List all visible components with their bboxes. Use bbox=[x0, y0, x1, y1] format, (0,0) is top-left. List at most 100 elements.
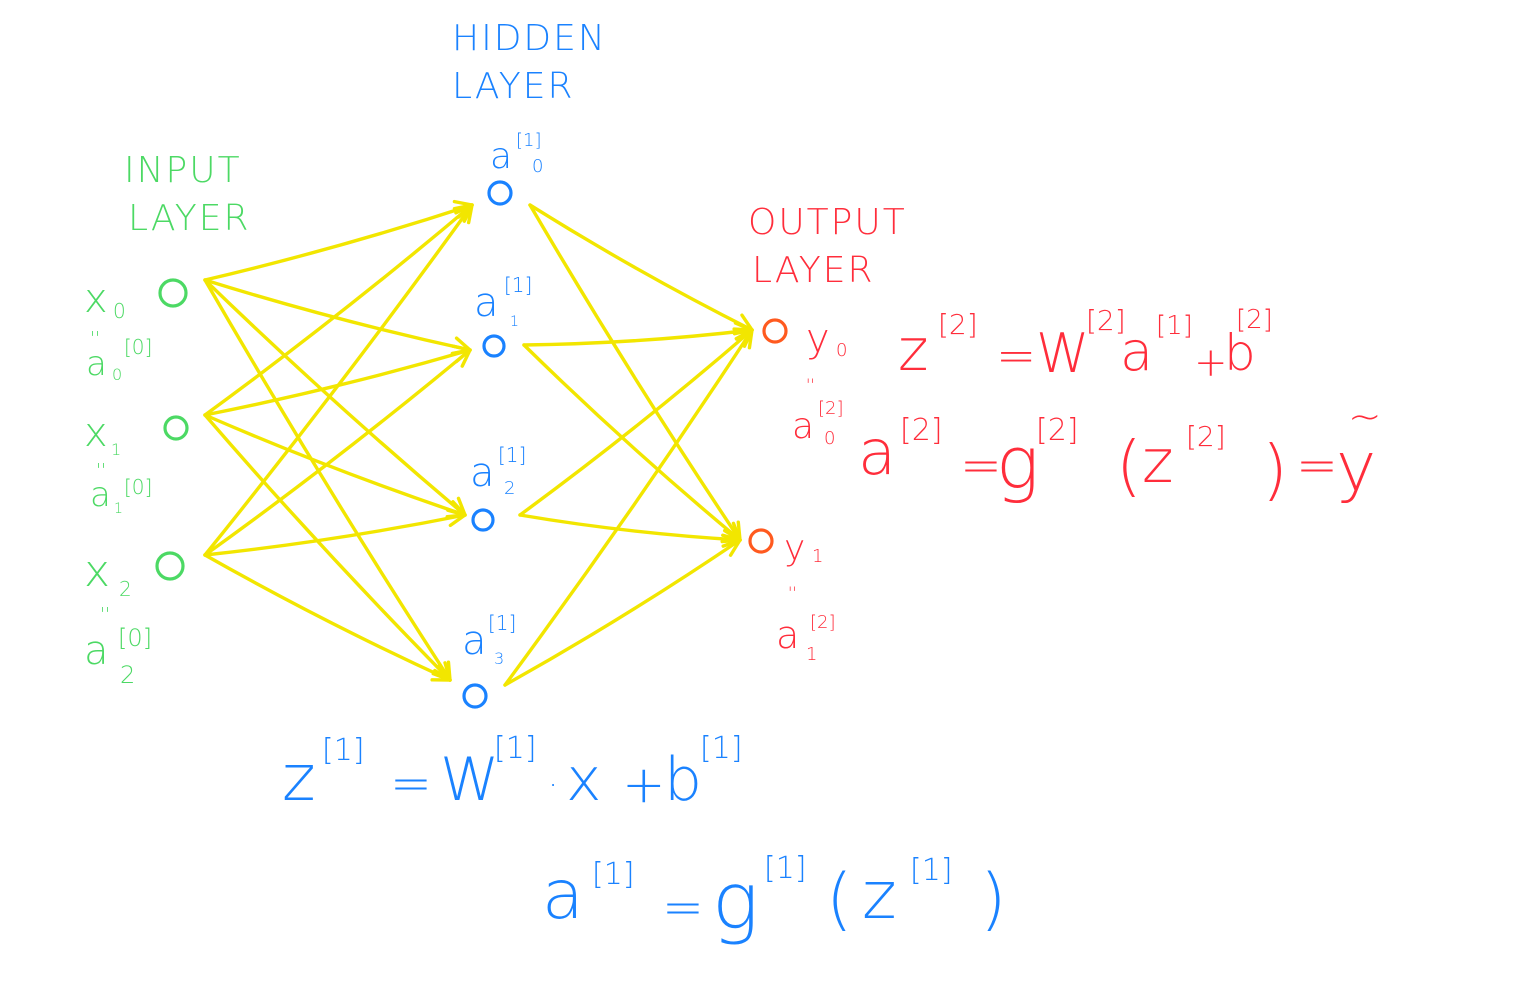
hidden-node-3: a 3 [1] bbox=[462, 611, 516, 709]
edge-input-0-hidden-3 bbox=[203, 278, 452, 682]
input-node-0: x 0 '' a 0 [0] bbox=[84, 276, 188, 384]
output-act-sup: [2] bbox=[810, 612, 836, 633]
output-var: y bbox=[806, 316, 830, 362]
eq-z2-b-sup: [2] bbox=[1236, 305, 1273, 335]
edge-input-2-hidden-1 bbox=[203, 348, 472, 557]
input-var-sub: 2 bbox=[119, 577, 132, 601]
hidden-node-circle bbox=[487, 180, 513, 206]
edge-input-1-hidden-2 bbox=[203, 413, 467, 517]
hidden-layer-title-line1: HIDDEN bbox=[452, 18, 607, 59]
edge-input-2-hidden-3 bbox=[203, 553, 452, 682]
hidden-act: a bbox=[490, 136, 512, 177]
hidden-act: a bbox=[474, 280, 499, 326]
hidden-layer-title: HIDDEN LAYER bbox=[452, 18, 607, 107]
input-var-sub: 0 bbox=[113, 299, 126, 323]
eq-z1-b-sup: [1] bbox=[700, 731, 743, 766]
hidden-node-0: a 0 [1] bbox=[487, 130, 543, 206]
edge-hidden-3-output-1 bbox=[503, 538, 742, 687]
eq-a2-open-paren: ( bbox=[1116, 427, 1142, 504]
edge-hidden-0-output-0 bbox=[528, 203, 754, 332]
eq-a1-g: g bbox=[712, 857, 759, 947]
eq-a1-lhs: a bbox=[542, 856, 584, 935]
edge-input-0-hidden-0 bbox=[203, 203, 474, 282]
edge-input-0-hidden-2 bbox=[203, 278, 467, 517]
input-act-sub: 0 bbox=[112, 365, 122, 384]
eq-a1-equals: = bbox=[662, 878, 704, 936]
edge-hidden-1-output-1 bbox=[522, 343, 742, 542]
hidden-node-1: a 1 [1] bbox=[474, 273, 532, 358]
edge-hidden-0-output-1 bbox=[528, 203, 742, 542]
edge-input-1-hidden-3 bbox=[203, 413, 452, 682]
eq-a1-g-sup: [1] bbox=[764, 851, 807, 886]
output-layer-title-line2: LAYER bbox=[752, 250, 874, 291]
output-act: a bbox=[776, 613, 799, 657]
input-eq: '' bbox=[100, 604, 110, 625]
edge-hidden-3-output-1-arrowhead bbox=[720, 538, 742, 557]
input-var: x bbox=[84, 410, 108, 456]
eq-a2-yhat: y bbox=[1336, 428, 1376, 507]
input-act: a bbox=[86, 344, 107, 384]
hidden-node-2: a 2 [1] bbox=[470, 443, 526, 532]
output-act-sub: 1 bbox=[806, 644, 817, 665]
input-eq: '' bbox=[90, 328, 100, 349]
input-act-sup: [0] bbox=[118, 624, 152, 652]
input-act-sup: [0] bbox=[124, 335, 152, 359]
output-act-sub: 0 bbox=[824, 428, 835, 449]
eq-a2-equals: = bbox=[960, 436, 1002, 494]
eq-a1-open-paren: ( bbox=[826, 860, 853, 939]
edge-hidden-2-output-1 bbox=[518, 513, 742, 542]
equation-z2: z [2] = W [2] a [1] + b [2] bbox=[898, 304, 1273, 386]
edge-input-2-hidden-2-arrowhead bbox=[446, 507, 467, 528]
eq-z1-lhs: z bbox=[282, 742, 316, 816]
eq-z1-w: W bbox=[440, 745, 499, 815]
eq-z2-b: b bbox=[1224, 324, 1256, 382]
edge-hidden-3-output-0 bbox=[503, 328, 754, 687]
edge-hidden-2-output-0 bbox=[518, 328, 754, 517]
hidden-act-sup: [1] bbox=[488, 611, 516, 635]
hidden-act-sup: [1] bbox=[516, 130, 542, 151]
input-layer-title-line2: LAYER bbox=[128, 198, 250, 239]
input-act: a bbox=[84, 628, 109, 674]
eq-a2-lhs-sup: [2] bbox=[900, 413, 943, 448]
eq-a1-lhs-sup: [1] bbox=[592, 857, 635, 892]
input-eq: '' bbox=[96, 460, 106, 481]
hidden-node-circle bbox=[462, 683, 488, 709]
output-node-1: y 1 '' a 1 [2] bbox=[748, 528, 836, 665]
eq-z2-w-sup: [2] bbox=[1086, 304, 1126, 337]
edge-input-2-hidden-3-arrowhead bbox=[430, 663, 452, 682]
edge-input-0-hidden-1 bbox=[203, 278, 472, 352]
eq-a2-g: g bbox=[996, 421, 1039, 505]
hidden-act: a bbox=[462, 618, 487, 664]
input-layer-title-line1: INPUT bbox=[124, 150, 242, 191]
eq-a2-g-sup: [2] bbox=[1036, 413, 1079, 448]
output-layer-title: OUTPUT LAYER bbox=[748, 202, 907, 291]
eq-a2-arg-sup: [2] bbox=[1186, 420, 1226, 453]
eq-z2-w: W bbox=[1036, 322, 1089, 385]
output-var: y bbox=[784, 528, 805, 569]
eq-a2-equals2: = bbox=[1296, 436, 1338, 494]
edge-input-2-hidden-2 bbox=[203, 513, 467, 557]
output-node-circle bbox=[762, 318, 788, 344]
output-layer-title-line1: OUTPUT bbox=[748, 202, 907, 243]
hidden-act-sub: 3 bbox=[494, 649, 504, 668]
equation-a2: a [2] = g [2] ( z [2] ) = y ~ bbox=[858, 394, 1382, 508]
output-act: a bbox=[792, 406, 814, 447]
output-act-sup: [2] bbox=[818, 398, 844, 419]
input-act-sup: [0] bbox=[124, 475, 152, 499]
edge-hidden-3-output-0-arrowhead bbox=[734, 328, 754, 350]
hidden-layer-title-line2: LAYER bbox=[452, 66, 574, 107]
hidden-act: a bbox=[470, 450, 495, 496]
input-act: a bbox=[90, 475, 111, 515]
output-eq: '' bbox=[806, 375, 815, 394]
input-node-1: x 1 '' a 1 [0] bbox=[84, 410, 189, 517]
input-node-circle bbox=[163, 415, 189, 441]
eq-z2-equals: = bbox=[996, 328, 1036, 384]
eq-z2-plus: + bbox=[1194, 340, 1228, 386]
eq-a2-lhs: a bbox=[858, 416, 896, 489]
eq-z1-dot: · bbox=[548, 766, 558, 804]
eq-z1-w-sup: [1] bbox=[494, 731, 537, 766]
input-act-sub: 2 bbox=[120, 661, 135, 689]
eq-a2-close-paren: ) bbox=[1262, 431, 1288, 508]
hidden-act-sup: [1] bbox=[504, 273, 532, 297]
eq-z1-x: x bbox=[566, 745, 602, 815]
